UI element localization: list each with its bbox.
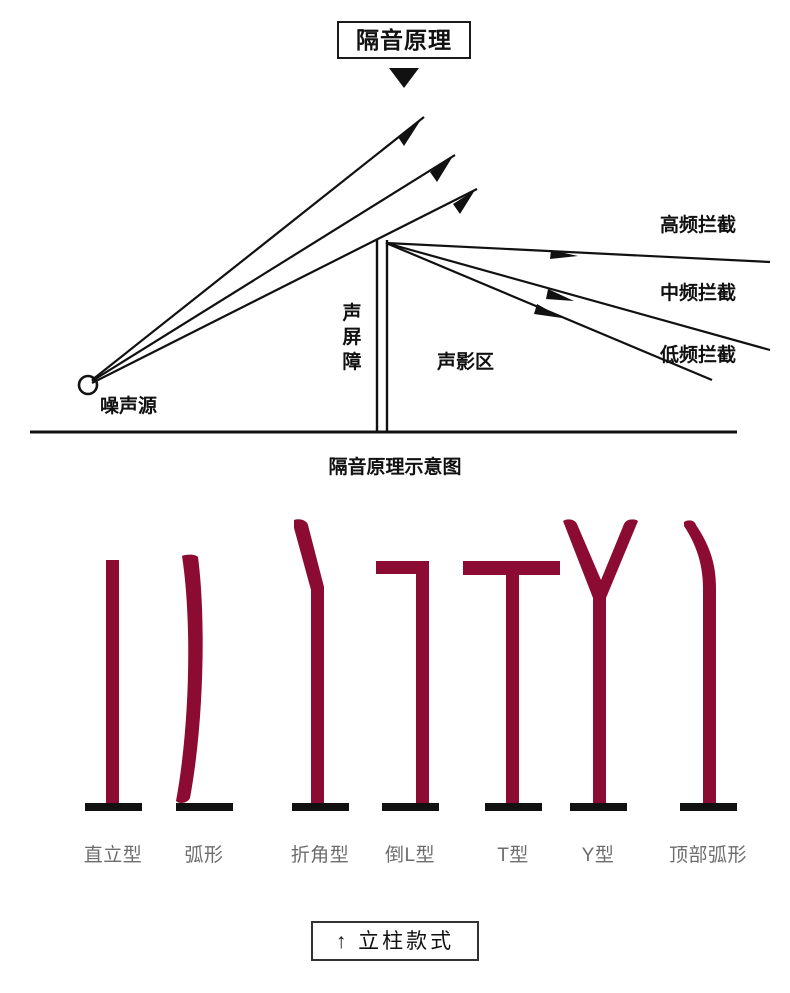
label-sound-barrier: 声 屏 障 bbox=[341, 302, 363, 375]
post-base-plates bbox=[85, 803, 737, 811]
post-styles-illustration bbox=[85, 519, 737, 811]
label-mid-frequency: 中频拦截 bbox=[660, 283, 737, 304]
diffracted-rays bbox=[385, 241, 771, 382]
post-label-bent: 折角型 bbox=[290, 845, 350, 866]
post-label-arc: 弧形 bbox=[184, 845, 224, 866]
post-styles-section-box: ↑ 立柱款式 bbox=[311, 921, 479, 961]
barrier-char-2: 屏 bbox=[342, 327, 362, 349]
barrier-char-3: 障 bbox=[342, 351, 362, 373]
label-shadow-zone: 声影区 bbox=[437, 352, 495, 373]
post-label-straight: 直立型 bbox=[83, 845, 143, 866]
post-shape-top-curve bbox=[684, 520, 716, 803]
post-label-inverted-l: 倒L型 bbox=[384, 845, 436, 866]
post-shape-bent bbox=[294, 519, 324, 803]
post-label-wye: Y型 bbox=[581, 845, 615, 866]
barrier-char-1: 声 bbox=[342, 303, 362, 324]
post-shape-arc bbox=[176, 554, 203, 803]
triangle-down-icon bbox=[389, 68, 419, 88]
sound-barrier-diagram bbox=[30, 116, 771, 434]
post-label-top-curve: 顶部弧形 bbox=[668, 845, 748, 866]
label-high-frequency: 高频拦截 bbox=[660, 215, 737, 236]
post-shape-inverted-l bbox=[376, 561, 429, 803]
page-title: 隔音原理 bbox=[356, 26, 452, 53]
post-shapes bbox=[106, 519, 716, 803]
post-label-tee: T型 bbox=[497, 845, 529, 866]
diagram-caption: 隔音原理示意图 bbox=[328, 457, 462, 478]
label-noise-source: 噪声源 bbox=[100, 396, 158, 417]
post-shape-straight bbox=[106, 560, 119, 803]
section-title-box: 隔音原理 bbox=[337, 21, 471, 59]
post-style-label-row: 直立型 弧形 折角型 倒L型 T型 Y型 顶部弧形 bbox=[0, 840, 790, 868]
post-shape-wye bbox=[563, 519, 638, 803]
post-shape-tee bbox=[463, 561, 560, 803]
incident-rays bbox=[91, 116, 478, 384]
label-low-frequency: 低频拦截 bbox=[660, 345, 737, 366]
post-styles-section-label: ↑ 立柱款式 bbox=[335, 929, 455, 953]
